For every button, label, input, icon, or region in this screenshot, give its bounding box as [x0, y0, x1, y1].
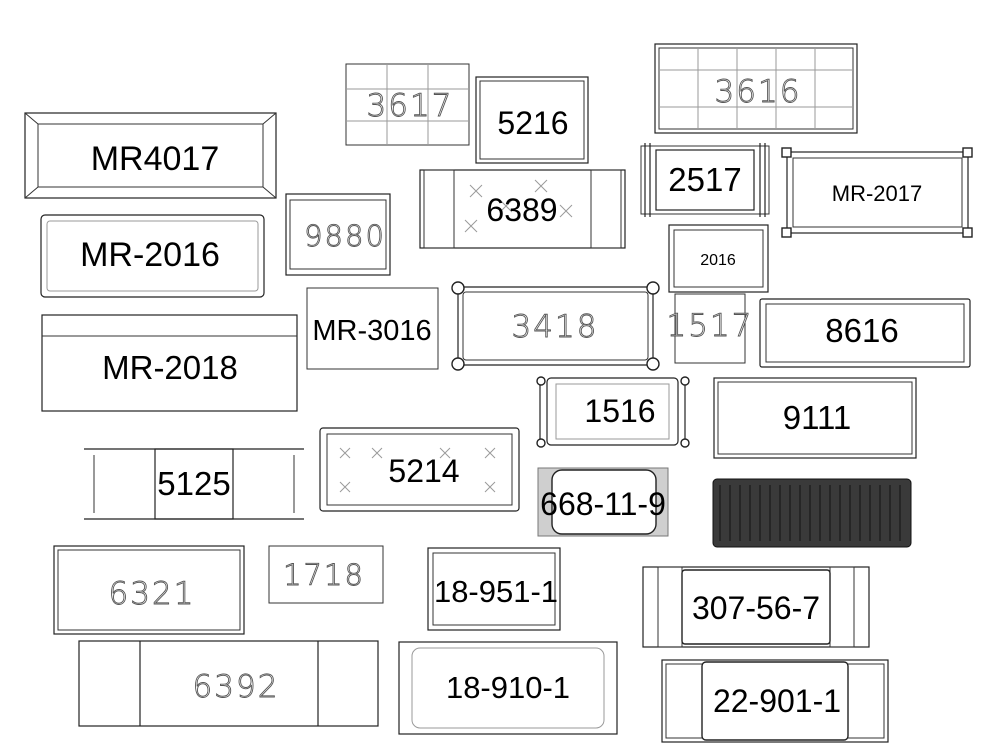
ottoman-2517[interactable]: 2517: [640, 143, 770, 217]
ottoman-label: MR-3016: [312, 315, 431, 347]
ottoman-label: 9111: [783, 399, 852, 436]
ottoman-label: 307-56-7: [692, 590, 820, 626]
ottoman-6321[interactable]: 6321: [53, 545, 245, 635]
ottoman-6389[interactable]: 6389: [419, 169, 626, 249]
ottoman-mr4017[interactable]: MR4017: [24, 112, 277, 199]
ottoman-8616[interactable]: 8616: [759, 298, 971, 368]
ottoman-mr-2017[interactable]: MR-2017: [781, 147, 973, 238]
ottoman-label: 18-951-1: [434, 574, 558, 609]
ottoman-3616[interactable]: 3616: [654, 43, 858, 134]
ottoman-5214[interactable]: 5214: [319, 427, 520, 512]
ottoman-label: 2517: [668, 161, 741, 198]
ottoman-label: 8616: [825, 312, 898, 349]
ottoman-9111[interactable]: 9111: [713, 377, 917, 459]
ottoman-1718[interactable]: 1718: [268, 545, 384, 604]
ottoman-label: 1718: [283, 558, 365, 592]
ottoman-woven[interactable]: [712, 478, 912, 548]
ottoman-label: 2016: [700, 252, 736, 269]
ottoman-label: 1517: [667, 308, 754, 344]
ottoman-mr-2016[interactable]: MR-2016: [40, 214, 265, 298]
ottoman-mr-3016[interactable]: MR-3016: [306, 287, 439, 370]
ottoman-label: 18-910-1: [446, 670, 570, 705]
ottoman-label: MR4017: [91, 140, 220, 178]
ottoman-label: 22-901-1: [713, 683, 841, 719]
ottoman-6392[interactable]: 6392: [78, 640, 379, 727]
ottoman-5216[interactable]: 5216: [475, 76, 589, 164]
ottoman-22-901-1[interactable]: 22-901-1: [661, 659, 889, 743]
ottoman-668-11-9[interactable]: 668-11-9: [537, 467, 669, 537]
ottoman-label: MR-2016: [80, 236, 220, 274]
ottoman-mr-2018[interactable]: MR-2018: [41, 314, 298, 412]
ottoman-label: 6392: [193, 669, 280, 705]
ottoman-3418[interactable]: 3418: [451, 281, 660, 371]
ottoman-18-951-1[interactable]: 18-951-1: [427, 547, 561, 631]
ottoman-9880[interactable]: 9880: [285, 193, 391, 276]
ottoman-label: 668-11-9: [540, 486, 666, 522]
ottoman-18-910-1[interactable]: 18-910-1: [398, 641, 618, 735]
ottoman-label: 3418: [512, 309, 599, 345]
ottoman-label: MR-2018: [102, 349, 238, 386]
ottoman-307-56-7[interactable]: 307-56-7: [642, 566, 870, 648]
ottoman-label: 3616: [715, 74, 802, 110]
ottoman-label: 6389: [486, 192, 557, 228]
ottoman-3617[interactable]: 3617: [345, 63, 470, 146]
ottoman-label: 9880: [304, 219, 386, 253]
ottoman-label: 3617: [367, 88, 454, 124]
ottoman-label: 5214: [388, 453, 459, 489]
ottoman-5125[interactable]: 5125: [84, 448, 304, 520]
ottoman-label: MR-2017: [832, 181, 922, 206]
ottoman-2016[interactable]: 2016: [668, 224, 769, 293]
ottoman-label: 6321: [109, 576, 196, 612]
ottoman-label: 5216: [497, 105, 568, 141]
ottoman-label: 5125: [157, 465, 230, 502]
ottoman-1516[interactable]: 1516: [536, 376, 690, 448]
ottoman-1517[interactable]: 1517: [666, 293, 754, 364]
ottoman-label: 1516: [584, 393, 655, 429]
